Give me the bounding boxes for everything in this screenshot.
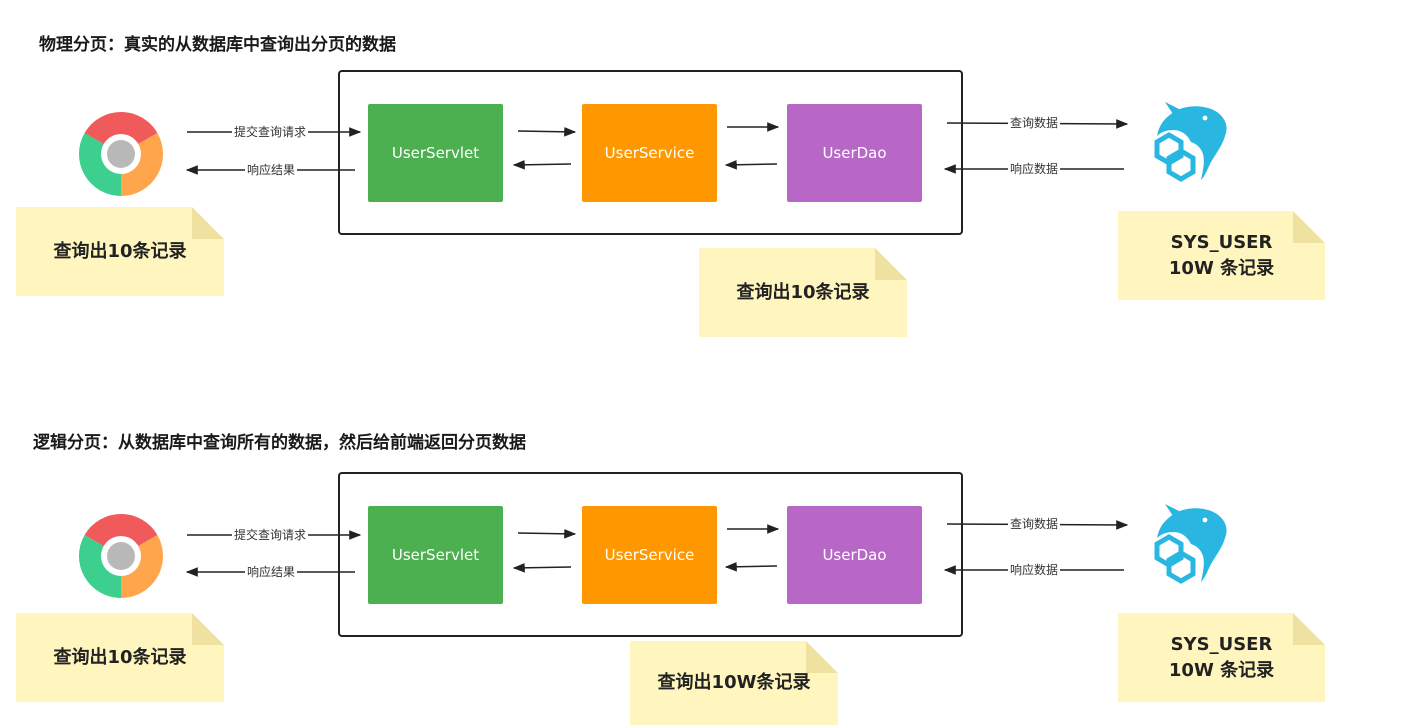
service-to-servlet-arrow xyxy=(512,563,572,573)
browser-note: 查询出10条记录 xyxy=(16,207,224,296)
mysql-dolphin-icon xyxy=(1154,504,1227,584)
user-service-box: UserService xyxy=(582,506,717,604)
db-note: SYS_USER 10W 条记录 xyxy=(1118,613,1325,702)
note-fold xyxy=(192,207,224,239)
user-dao-box: UserDao xyxy=(787,506,922,604)
user-dao-box: UserDao xyxy=(787,104,922,202)
dao-to-service-arrow xyxy=(724,159,778,170)
mysql-dolphin-icon xyxy=(1154,102,1227,182)
dao-to-service-arrow xyxy=(724,561,778,572)
user-service-box: UserService xyxy=(582,104,717,202)
query-label: 查询数据 xyxy=(1008,517,1061,531)
note-fold xyxy=(1293,211,1325,243)
user-servlet-box: UserServlet xyxy=(368,104,503,202)
request-label: 提交查询请求 xyxy=(232,528,309,542)
note-fold xyxy=(806,641,838,673)
request-label: 提交查询请求 xyxy=(232,125,309,139)
browser-note-text: 查询出10条记录 xyxy=(53,240,187,262)
db-response-label: 响应数据 xyxy=(1008,162,1061,176)
note-fold xyxy=(875,248,907,280)
service-to-servlet-arrow xyxy=(512,160,572,170)
middle-note-text: 查询出10W条记录 xyxy=(657,672,811,693)
middle-note: 查询出10条记录 xyxy=(699,248,907,337)
user-servlet-box: UserServlet xyxy=(368,506,503,604)
middle-note-text: 查询出10条记录 xyxy=(736,281,870,303)
app-layer-frame xyxy=(338,70,963,235)
response-label: 响应结果 xyxy=(245,565,298,579)
servlet-to-service-arrow xyxy=(517,529,577,539)
note-fold xyxy=(1293,613,1325,645)
db-response-label: 响应数据 xyxy=(1008,563,1061,577)
browser-note-text: 查询出10条记录 xyxy=(53,646,187,668)
db-note: SYS_USER 10W 条记录 xyxy=(1118,211,1325,300)
db-note-text: SYS_USER 10W 条记录 xyxy=(1168,633,1275,681)
chrome-icon xyxy=(78,111,164,197)
browser-note: 查询出10条记录 xyxy=(16,613,224,702)
db-note-text: SYS_USER 10W 条记录 xyxy=(1168,231,1275,279)
section-title: 逻辑分页：从数据库中查询所有的数据，然后给前端返回分页数据 xyxy=(33,433,526,453)
app-layer-frame xyxy=(338,472,963,637)
note-fold xyxy=(192,613,224,645)
middle-note: 查询出10W条记录 xyxy=(630,641,838,725)
chrome-icon xyxy=(78,514,164,598)
response-label: 响应结果 xyxy=(245,163,298,177)
query-label: 查询数据 xyxy=(1008,116,1061,130)
section-title: 物理分页：真实的从数据库中查询出分页的数据 xyxy=(39,35,396,55)
servlet-to-service-arrow xyxy=(517,127,577,137)
